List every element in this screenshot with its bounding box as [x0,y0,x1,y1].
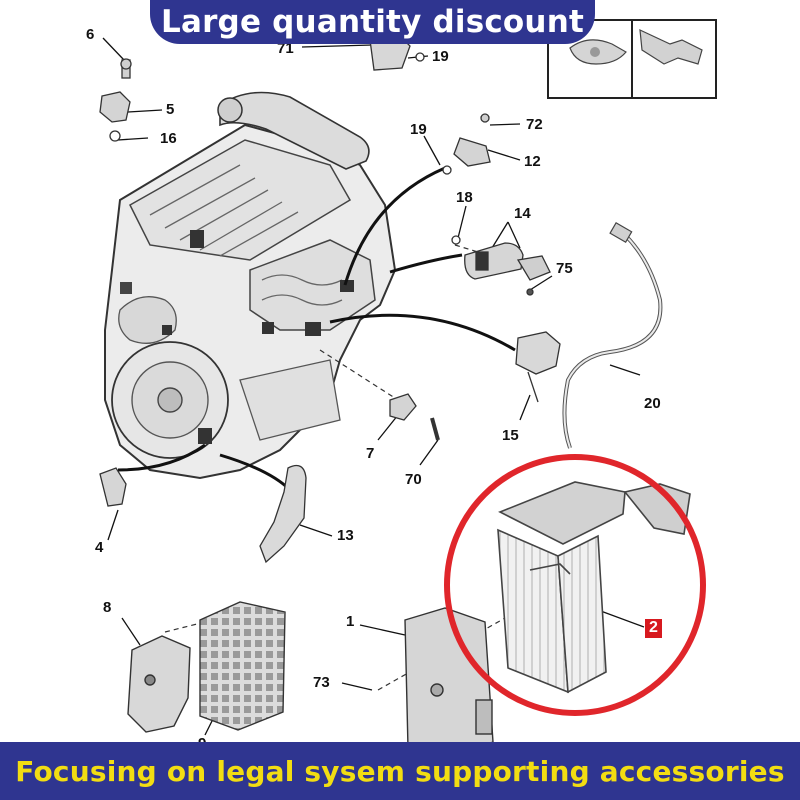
callout-75: 75 [556,260,573,277]
bottom-promo-banner: Focusing on legal sysem supporting acces… [0,742,800,800]
callout-12: 12 [524,153,541,170]
part-8-relay-and-9-grid [127,601,286,733]
inset-detail-box [547,19,717,99]
callout-73: 73 [313,674,330,691]
callout-18: 18 [456,189,473,206]
part-1-ecu [404,607,494,757]
callout-70: 70 [405,471,422,488]
callout-72: 72 [526,116,543,133]
part-2-ecu-bracket [497,481,691,694]
callout-2-highlighted: 2 [645,619,662,638]
callout-6: 6 [86,26,95,43]
callout-19-top: 19 [432,48,449,65]
callout-1: 1 [346,613,355,630]
top-promo-banner: Large quantity discount [150,0,595,44]
callout-19: 19 [410,121,427,138]
callout-20: 20 [644,395,661,412]
callout-4: 4 [95,539,104,556]
wire-harness-20 [562,221,663,449]
callout-71: 71 [277,40,294,57]
callout-14: 14 [514,205,531,222]
callout-5: 5 [166,101,175,118]
engine-block-illustration [104,91,397,480]
callout-8: 8 [103,599,112,616]
callout-16: 16 [160,130,177,147]
highlight-circle [444,454,706,716]
callout-13: 13 [337,527,354,544]
small-parts [99,35,561,564]
leader-lines [102,37,645,736]
callout-15: 15 [502,427,519,444]
callout-7: 7 [366,445,375,462]
